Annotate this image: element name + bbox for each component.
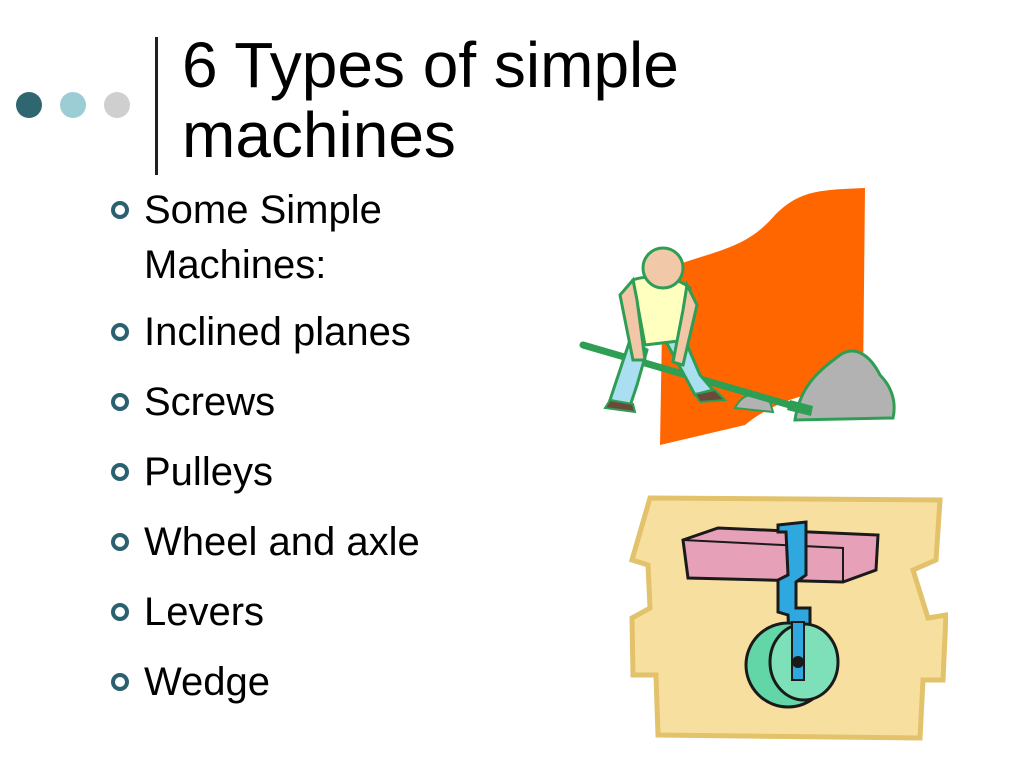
bullet-text: Levers <box>144 590 265 634</box>
dot-dark <box>16 92 42 118</box>
bullet-icon <box>111 463 129 481</box>
slide-title: 6 Types of simple machines <box>182 29 679 171</box>
bullet-item: Wheel and axle <box>106 515 526 570</box>
bullet-item: Screws <box>106 375 526 430</box>
bullet-text: Wedge <box>144 660 271 704</box>
bullet-text: Wheel and axle <box>144 520 420 564</box>
worker-with-lever-icon <box>579 188 896 445</box>
bullet-text: Screws <box>144 380 276 424</box>
bullet-icon <box>111 201 129 219</box>
bullet-icon <box>111 603 129 621</box>
bullet-icon <box>111 673 129 691</box>
bullet-item: Some Simple Machines: <box>106 183 526 293</box>
bullet-text: Inclined planes <box>144 310 411 354</box>
bullet-text: Pulleys <box>144 450 273 494</box>
bullet-text: Some Simple Machines: <box>144 188 382 287</box>
bullet-list: Some Simple Machines: Inclined planes Sc… <box>106 183 526 725</box>
dot-light <box>104 92 130 118</box>
bullet-icon <box>111 533 129 551</box>
bullet-item: Wedge <box>106 655 526 710</box>
pulley-wheel-icon <box>628 495 948 741</box>
bullet-icon <box>111 323 129 341</box>
bullet-item: Pulleys <box>106 445 526 500</box>
bullet-item: Levers <box>106 585 526 640</box>
bullet-icon <box>111 393 129 411</box>
title-divider <box>155 37 158 175</box>
dot-mid <box>60 92 86 118</box>
bullet-item: Inclined planes <box>106 305 526 360</box>
